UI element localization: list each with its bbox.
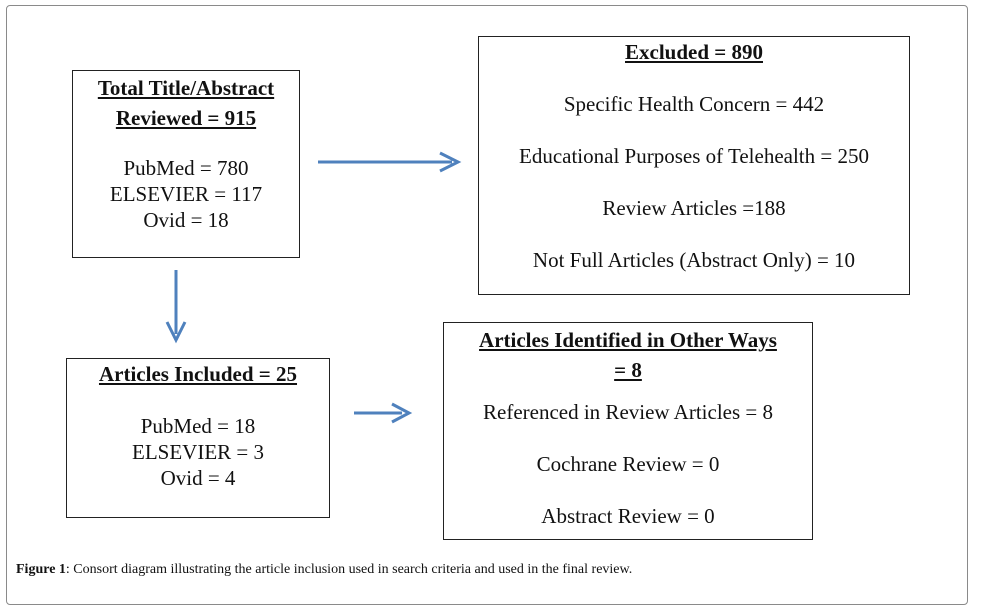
excluded-not-full: Not Full Articles (Abstract Only) = 10 — [532, 248, 856, 272]
arrow-right-to-excluded — [318, 151, 462, 173]
total-elsevier: ELSEVIER = 117 — [109, 182, 263, 206]
excluded-title: Excluded = 890 — [625, 40, 763, 64]
included-box: Articles Included = 25 PubMed = 18 ELSEV… — [66, 358, 330, 518]
included-title: Articles Included = 25 — [98, 362, 298, 386]
other-ways-title-line2: = 8 — [614, 358, 642, 382]
included-ovid: Ovid = 4 — [160, 466, 236, 490]
other-ways-box: Articles Identified in Other Ways = 8 Re… — [443, 322, 813, 540]
other-ways-title-line1: Articles Identified in Other Ways — [479, 328, 777, 352]
total-reviewed-title-line2: Reviewed = 915 — [115, 106, 257, 130]
total-pubmed: PubMed = 780 — [123, 156, 249, 180]
excluded-box: Excluded = 890 Specific Health Concern =… — [478, 36, 910, 295]
included-pubmed: PubMed = 18 — [140, 414, 256, 438]
total-ovid: Ovid = 18 — [143, 208, 229, 232]
arrow-right-to-other — [354, 402, 413, 424]
figure-frame — [6, 5, 968, 605]
figure-caption: Figure 1: Consort diagram illustrating t… — [16, 561, 632, 579]
arrow-down-to-included — [165, 270, 187, 344]
excluded-specific-health: Specific Health Concern = 442 — [563, 92, 825, 116]
other-referenced: Referenced in Review Articles = 8 — [483, 400, 773, 424]
total-reviewed-title-line1: Total Title/Abstract — [97, 76, 275, 100]
other-cochrane: Cochrane Review = 0 — [536, 452, 720, 476]
figure-caption-text: : Consort diagram illustrating the artic… — [65, 562, 633, 577]
other-abstract: Abstract Review = 0 — [541, 504, 715, 528]
figure-label: Figure 1 — [16, 562, 66, 577]
total-reviewed-box: Total Title/Abstract Reviewed = 915 PubM… — [72, 70, 300, 258]
excluded-review-articles: Review Articles =188 — [602, 196, 786, 220]
excluded-educational: Educational Purposes of Telehealth = 250 — [519, 144, 869, 168]
included-elsevier: ELSEVIER = 3 — [132, 440, 264, 464]
